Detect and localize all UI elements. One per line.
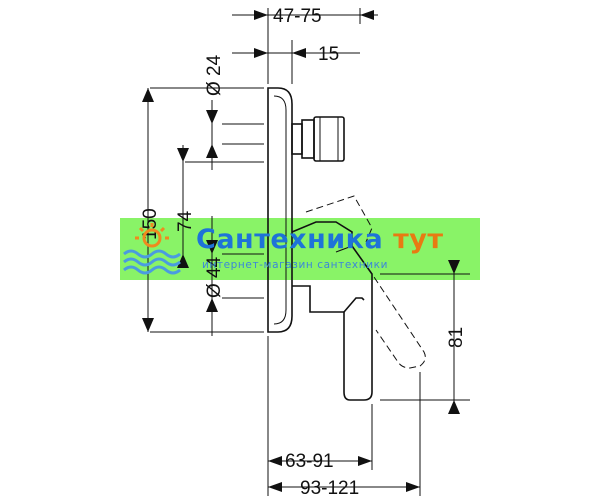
- watermark-brand-word1: Сантехника: [196, 224, 384, 255]
- dim-handle-height-label: 81: [446, 327, 467, 348]
- wall-plate: [267, 87, 293, 333]
- dim-dia-top-label: Ø 24: [204, 54, 225, 96]
- dim-height-total: 150: [140, 88, 161, 332]
- lever-handle: [291, 221, 373, 401]
- dim-handle-height: 81: [446, 260, 467, 414]
- dim-dia-top: Ø 24: [204, 54, 225, 170]
- sun-waves-logo: [123, 223, 181, 275]
- dim-depth-max-label: 93-121: [300, 478, 359, 499]
- watermark: Сантехника тут интернет-магазин сантехни…: [120, 218, 480, 280]
- lever-handle-alt-position: [305, 195, 426, 369]
- dim-top-range-label: 47-75: [273, 6, 322, 27]
- dim-depth-min: 63-91: [268, 451, 372, 472]
- diverter-knob: [291, 116, 345, 162]
- dim-top-range: 47-75: [232, 6, 378, 27]
- watermark-tagline: интернет-магазин сантехники: [202, 259, 388, 271]
- dim-dia-bottom: Ø 44: [204, 216, 225, 336]
- extension-lines: [150, 87, 470, 401]
- dim-dia-bottom-label: Ø 44: [204, 256, 225, 298]
- dim-depth-max: 93-121: [268, 478, 420, 499]
- watermark-brand-word2: тут: [393, 224, 444, 255]
- dim-height-mid: 74: [175, 145, 196, 268]
- dim-depth-min-label: 63-91: [285, 451, 334, 472]
- dim-top-offset-label: 15: [318, 44, 339, 65]
- dim-height-mid-label: 74: [175, 210, 196, 232]
- dim-top-offset: 15: [232, 44, 360, 65]
- watermark-brand: Сантехника тут: [196, 224, 444, 255]
- vertical-extension-lines: [267, 8, 421, 496]
